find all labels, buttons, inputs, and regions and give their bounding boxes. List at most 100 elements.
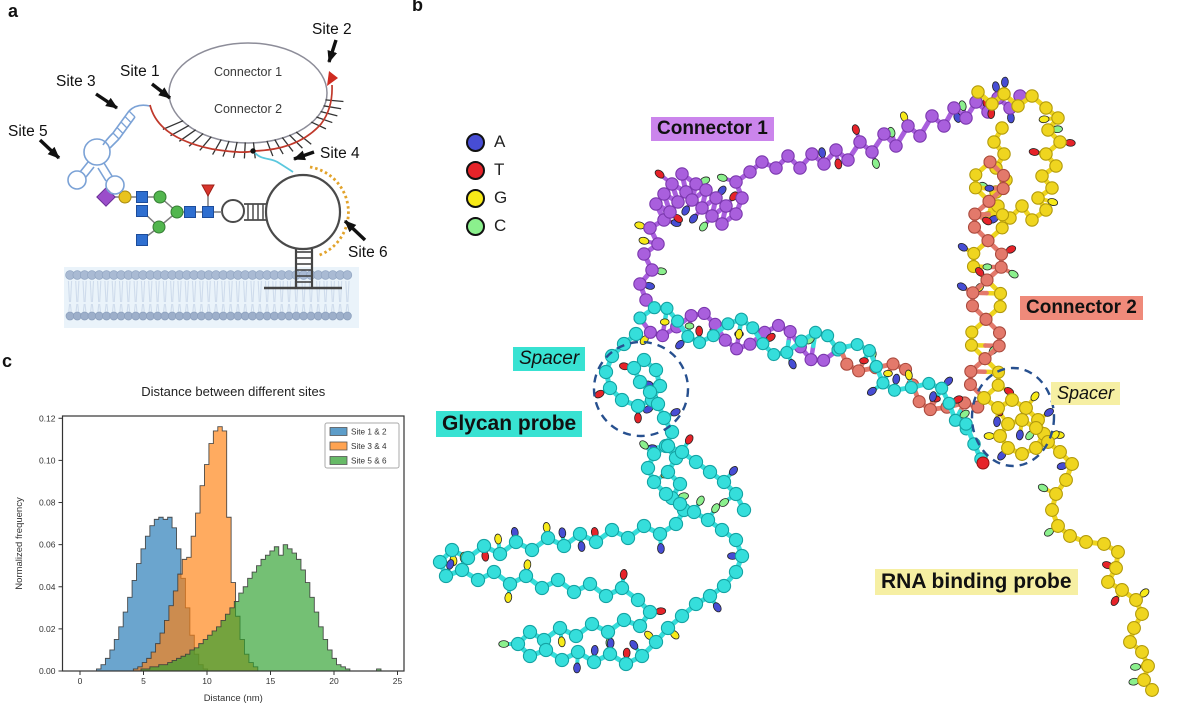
spacer-circle-left bbox=[592, 340, 690, 438]
base-tip bbox=[699, 221, 709, 232]
lipid-tail bbox=[69, 280, 73, 303]
chart-text: 0.12 bbox=[39, 413, 56, 423]
hyb-rung bbox=[170, 124, 190, 137]
lipid-tail bbox=[274, 303, 277, 314]
lipid-tail bbox=[301, 280, 304, 303]
molecule-ball bbox=[633, 277, 647, 291]
base-tip bbox=[904, 369, 913, 381]
molecule-ball bbox=[923, 403, 937, 417]
lipid-tail bbox=[338, 303, 341, 314]
lipid-tail bbox=[157, 280, 160, 303]
molecule-ball bbox=[508, 534, 524, 550]
molecule-ball bbox=[660, 620, 676, 636]
site6-arrow bbox=[343, 219, 367, 242]
base-tip bbox=[558, 527, 567, 539]
molecule-ball bbox=[470, 572, 486, 588]
molecule-ball bbox=[702, 464, 718, 480]
molecule-ball bbox=[904, 380, 918, 395]
molecule-ball bbox=[1019, 401, 1033, 415]
molecule-ball bbox=[729, 207, 743, 221]
lipid-tail bbox=[133, 280, 136, 303]
lipid-tail bbox=[347, 280, 350, 303]
lipid-head bbox=[255, 311, 265, 321]
lipid-head bbox=[175, 311, 184, 321]
site4-arrow bbox=[293, 150, 315, 161]
lipid-tail bbox=[128, 303, 131, 314]
molecule-ball bbox=[997, 87, 1011, 101]
hyb-rung bbox=[232, 141, 238, 159]
lipid-tail bbox=[111, 280, 114, 303]
molecule-ball bbox=[853, 135, 867, 149]
lipid-tail bbox=[111, 303, 114, 314]
connector2-strand-arc bbox=[252, 84, 333, 152]
label-connector-1: Connector 1 bbox=[651, 117, 774, 141]
aptamer-rung bbox=[112, 132, 120, 140]
lipid-tail bbox=[230, 303, 233, 314]
molecule-ball bbox=[692, 335, 707, 350]
lipid-tail bbox=[91, 303, 94, 314]
base-tip bbox=[712, 602, 722, 613]
spacer-circle-right bbox=[970, 366, 1056, 468]
base-pair bbox=[659, 318, 670, 326]
molecule-ball bbox=[995, 221, 1009, 235]
glycan-bonds bbox=[106, 194, 222, 241]
lipid-tail bbox=[179, 303, 182, 314]
connector-ellipse bbox=[168, 42, 328, 144]
lipid-head bbox=[145, 311, 155, 321]
molecule-ball bbox=[1079, 535, 1093, 549]
molecule-ball bbox=[1039, 147, 1053, 161]
base-tip bbox=[1110, 595, 1120, 606]
molecule-ball bbox=[947, 101, 961, 115]
lipid-tail bbox=[140, 280, 144, 303]
molecule-ball bbox=[997, 147, 1011, 161]
lipid-tail bbox=[266, 303, 270, 314]
label-spacer-left: Spacer bbox=[513, 347, 586, 371]
molecule-ball bbox=[1053, 445, 1067, 459]
molecule-ball bbox=[460, 550, 476, 566]
molecule-ball bbox=[979, 312, 993, 326]
chart-text: 25 bbox=[393, 676, 403, 686]
lipid-tail bbox=[294, 280, 297, 303]
lipid-tail bbox=[82, 303, 85, 314]
molecule-ball bbox=[639, 293, 653, 307]
molecule-ball bbox=[628, 326, 644, 342]
lipid-tail bbox=[113, 303, 116, 314]
molecule-ball bbox=[1049, 159, 1063, 173]
molecule-ball bbox=[1031, 191, 1045, 205]
molecule-ball bbox=[648, 362, 664, 378]
lipid-head bbox=[306, 311, 316, 321]
molecule-ball bbox=[640, 460, 656, 476]
panel-b-molecule bbox=[432, 76, 1159, 697]
lipid-tail bbox=[141, 303, 144, 314]
molecule-ball bbox=[614, 580, 630, 596]
lipid-tail bbox=[150, 280, 153, 303]
lipid-tail bbox=[135, 280, 138, 303]
molecule-ball bbox=[1041, 435, 1055, 449]
lipid-tail bbox=[89, 303, 93, 314]
molecule-ball bbox=[1141, 659, 1155, 673]
lipid-head bbox=[277, 311, 287, 321]
lipid-tail bbox=[332, 303, 335, 314]
molecule-ball bbox=[886, 357, 900, 371]
lipid-tail bbox=[294, 303, 297, 314]
molecule-ball bbox=[684, 308, 698, 323]
lipid-tail bbox=[106, 280, 109, 303]
molecule-ball bbox=[767, 347, 781, 362]
chart-text: Site 1 & 2 bbox=[351, 428, 387, 437]
molecule-ball bbox=[647, 301, 661, 315]
hyb-rung bbox=[199, 136, 212, 151]
molecule-ball bbox=[968, 181, 983, 195]
lipid-tail bbox=[310, 303, 313, 314]
lipid-tail bbox=[199, 303, 202, 314]
lipid-tail bbox=[99, 303, 102, 314]
base-tip bbox=[1030, 391, 1040, 402]
molecule-ball bbox=[966, 286, 980, 300]
base-pair bbox=[883, 369, 893, 377]
molecule-ball bbox=[980, 273, 994, 287]
lipid-tail bbox=[118, 280, 122, 303]
lipid-tail bbox=[330, 303, 333, 314]
molecule-ball bbox=[728, 532, 744, 548]
lipid-tail bbox=[281, 303, 284, 314]
base-t-label: T bbox=[494, 160, 505, 179]
lipid-tail bbox=[177, 303, 180, 314]
